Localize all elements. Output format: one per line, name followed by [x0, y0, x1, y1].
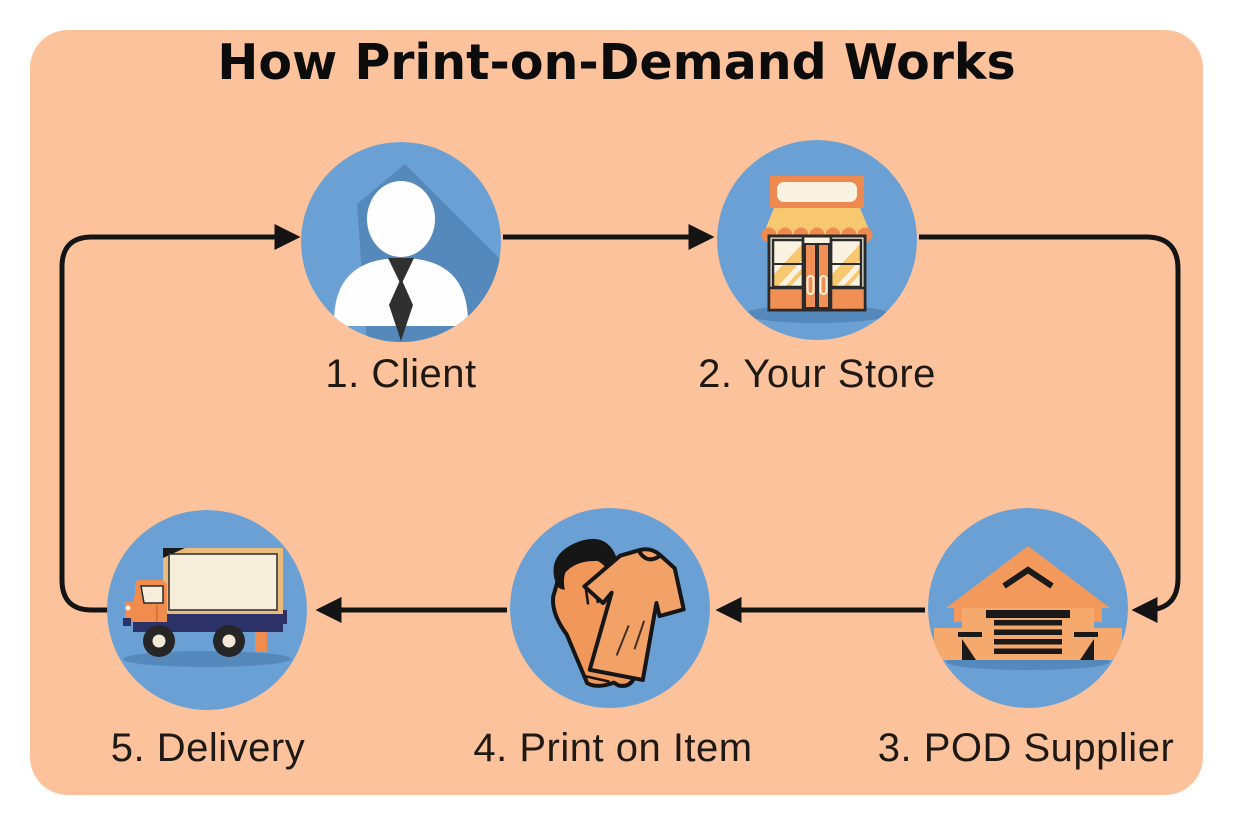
- delivery-truck-icon: [107, 510, 307, 710]
- tshirt-shape: [582, 547, 686, 682]
- warehouse-icon: [928, 508, 1128, 708]
- step-circle: [510, 508, 710, 708]
- apparel-print-icon: [510, 508, 710, 708]
- step-circle: [107, 510, 307, 710]
- page-title: How Print-on-Demand Works: [217, 34, 1016, 91]
- step-circle: [717, 140, 917, 340]
- step-circle: [928, 508, 1128, 708]
- step-label: 3. POD Supplier: [877, 726, 1175, 770]
- step-label: 4. Print on Item: [473, 726, 753, 770]
- client-person-icon: [301, 142, 501, 342]
- step-circle: [301, 142, 501, 342]
- step-label: 5. Delivery: [110, 726, 306, 770]
- step-label: 2. Your Store: [698, 352, 936, 396]
- storefront-icon: [717, 140, 917, 340]
- step-label: 1. Client: [325, 352, 477, 396]
